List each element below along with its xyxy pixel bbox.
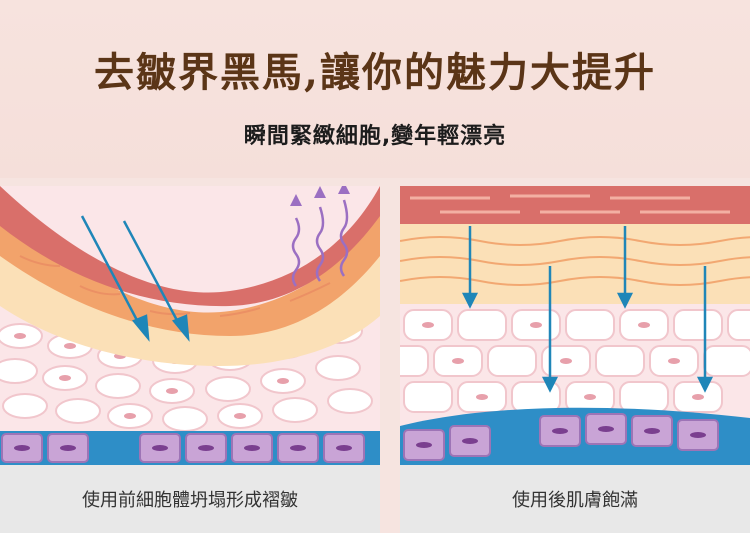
moisture-loss-arrows <box>291 199 349 287</box>
penetration-arrows <box>461 226 714 393</box>
penetration-arrows <box>80 215 190 342</box>
outer-skin-layer <box>0 186 380 307</box>
after-panel: 使用後肌膚飽滿 <box>400 186 750 533</box>
plump-skin-illustration <box>400 186 750 465</box>
inner-dermis-layer <box>0 226 380 366</box>
mid-dermis-layer <box>0 206 380 336</box>
outer-skin-layer <box>400 186 750 224</box>
header-banner: 去皺界黑馬,讓你的魅力大提升 瞬間緊緻細胞,變年輕漂亮 <box>0 0 750 178</box>
page-subtitle: 瞬間緊緻細胞,變年輕漂亮 <box>243 124 507 149</box>
page-title: 去皺界黑馬,讓你的魅力大提升 <box>94 49 656 96</box>
before-caption: 使用前細胞體坍塌形成褶皺 <box>0 465 380 533</box>
after-caption: 使用後肌膚飽滿 <box>400 465 750 533</box>
collapsed-skin-illustration <box>0 186 380 465</box>
before-panel: 使用前細胞體坍塌形成褶皺 <box>0 186 380 533</box>
